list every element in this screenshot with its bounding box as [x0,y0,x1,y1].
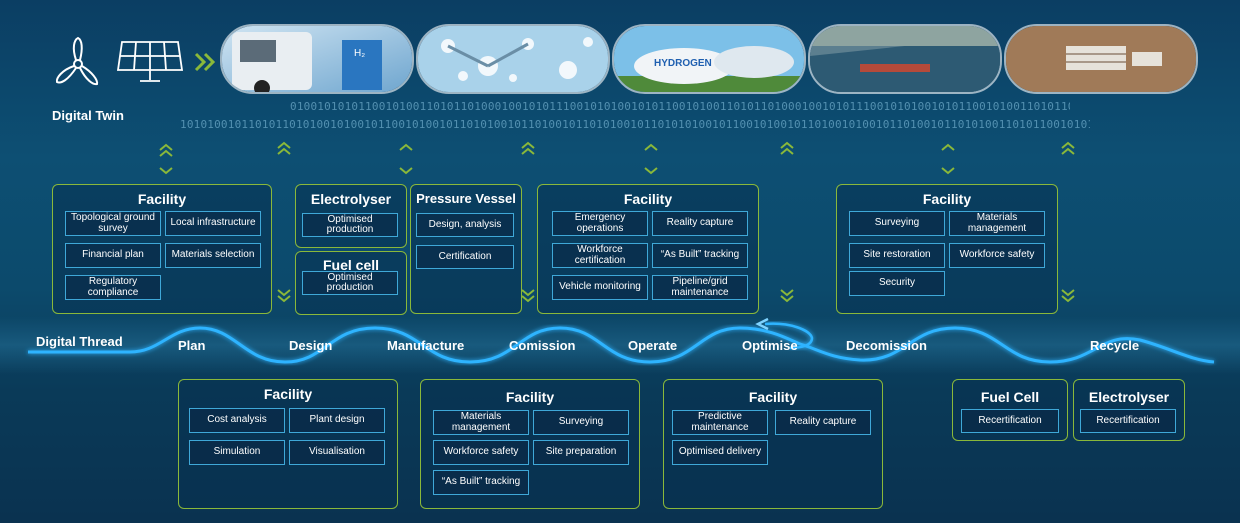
water-droplets-image [416,24,610,94]
stage-recycle: Recycle [1090,338,1140,353]
cell-cost-analysis: Cost analysis [189,408,285,433]
cell-as-built-tracking: “As Built” tracking [652,243,748,268]
hydrogen-tanks-image: HYDROGEN [612,24,806,94]
plan-facility-group: Facility Topological ground survey Local… [52,184,272,314]
electrolyser-group: Electrolyser Optimised production [295,184,407,248]
decomission-facility-group: Facility Surveying Materials management … [836,184,1058,314]
wind-turbine-icon [50,34,106,95]
cell-visualisation: Visualisation [289,440,385,465]
group-title: Fuel cell [322,257,380,273]
stage-design: Design [289,338,333,353]
hydrogen-truck-image: H₂ [220,24,414,94]
port-ship-image [808,24,1002,94]
cell-workforce-safety: Workforce safety [433,440,529,465]
digital-thread-wave [28,317,1215,364]
group-title: Facility [505,389,555,405]
group-title: Electrolyser [310,191,392,207]
recycle-electrolyser-group: Electrolyser Recertification [1073,379,1185,441]
stage-plan: Plan [178,338,206,353]
cell-predictive-maintenance: Predictive maintenance [672,410,768,435]
binary-row-1: 0100101010110010100110101101000100101011… [290,100,1070,113]
group-title: Pressure Vessel [416,191,516,206]
cell-vehicle-monitoring: Vehicle monitoring [552,275,648,300]
group-title: Fuel Cell [980,389,1040,405]
cell-pipeline-grid-maintenance: Pipeline/grid maintenance [652,275,748,300]
cell-optimised-delivery: Optimised delivery [672,440,768,465]
cell-recertification: Recertification [961,409,1059,433]
stage-decomission: Decomission [846,338,927,353]
connector-lines [159,141,1075,303]
stage-comission: Comission [509,338,576,353]
optimise-facility-group: Facility Predictive maintenance Reality … [663,379,883,509]
group-title: Facility [263,386,313,402]
cell-materials-management: Materials management [433,410,529,435]
cell-reality-capture: Reality capture [652,211,748,236]
group-title: Facility [623,191,673,207]
fuel-cell-group: Fuel cell Optimised production [295,251,407,315]
cell-surveying: Surveying [849,211,945,236]
binary-row-2: 1010100101101011010100101001011001010010… [180,118,1090,131]
digital-twin-label: Digital Twin [52,108,124,123]
cell-simulation: Simulation [189,440,285,465]
digital-thread-label: Digital Thread [36,334,123,349]
pressure-vessel-group: Pressure Vessel Design, analysis Certifi… [410,184,522,314]
cell-workforce-certification: Workforce certification [552,243,648,268]
cell-plant-design: Plant design [289,408,385,433]
cell-financial-plan: Financial plan [65,243,161,268]
cell-security: Security [849,271,945,296]
design-facility-group: Facility Cost analysis Plant design Simu… [178,379,398,509]
thread-band [0,316,1240,374]
operate-facility-group: Facility Emergency operations Reality ca… [537,184,759,314]
cell-as-built-tracking: “As Built” tracking [433,470,529,495]
stage-manufacture: Manufacture [387,338,465,353]
double-chevron-right-icon [194,52,216,77]
group-title: Facility [137,191,187,207]
cell-site-restoration: Site restoration [849,243,945,268]
cell-local-infrastructure: Local infrastructure [165,211,261,236]
cell-reality-capture: Reality capture [775,410,871,435]
cell-materials-management: Materials management [949,211,1045,236]
comission-facility-group: Facility Materials management Surveying … [420,379,640,509]
group-title: Electrolyser [1088,389,1170,405]
cell-workforce-safety: Workforce safety [949,243,1045,268]
stage-operate: Operate [628,338,678,353]
recycle-fuel-cell-group: Fuel Cell Recertification [952,379,1068,441]
cell-optimised-production: Optimised production [302,213,398,237]
svg-text:H₂: H₂ [354,48,365,59]
stage-optimise: Optimise [742,338,798,353]
cell-site-preparation: Site preparation [533,440,629,465]
group-title: Facility [922,191,972,207]
cell-emergency-operations: Emergency operations [552,211,648,236]
cell-materials-selection: Materials selection [165,243,261,268]
cell-optimised-production: Optimised production [302,271,398,295]
cell-certification: Certification [416,245,514,269]
group-title: Facility [748,389,798,405]
cell-surveying: Surveying [533,410,629,435]
cell-regulatory-compliance: Regulatory compliance [65,275,161,300]
cell-recertification: Recertification [1080,409,1176,433]
cell-topological-ground-survey: Topological ground survey [65,211,161,236]
aerial-plant-image [1004,24,1198,94]
solar-panel-icon [116,40,184,89]
svg-text:HYDROGEN: HYDROGEN [654,58,712,69]
cell-design-analysis: Design, analysis [416,213,514,237]
